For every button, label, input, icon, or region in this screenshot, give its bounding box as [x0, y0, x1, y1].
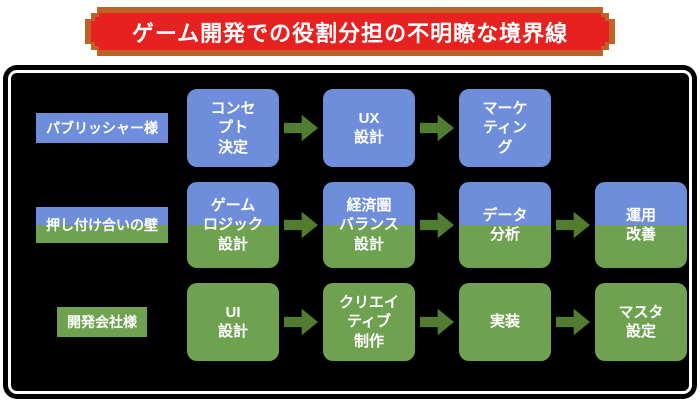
arrow-right-icon: [284, 308, 318, 336]
boundary-row: 押し付け合いの壁 ゲーム ロジック 設計 経済圏 バランス 設計 データ 分析 …: [17, 182, 689, 268]
box-ui-design: UI 設計: [187, 283, 279, 361]
arrow-cell: [551, 307, 595, 337]
box-master-settings: マスタ 設定: [595, 283, 687, 361]
developer-label-cell: 開発会社様: [17, 307, 187, 337]
box-game-logic-design: ゲーム ロジック 設計: [187, 182, 279, 268]
row-label-publisher: パブリッシャー様: [36, 113, 168, 143]
box-implementation: 実装: [459, 283, 551, 361]
box-operation-improvement: 運用 改善: [595, 182, 687, 268]
box-economy-balance-design: 経済圏 バランス 設計: [323, 182, 415, 268]
row-label-boundary-wall: 押し付け合いの壁: [36, 207, 168, 243]
arrow-cell: [415, 307, 459, 337]
developer-row: 開発会社様 UI 設計 クリエイ ティブ 制作 実装 マスタ 設定: [17, 283, 689, 361]
arrow-right-icon: [556, 211, 590, 239]
page-title: ゲーム開発での役割分担の不明瞭な境界線: [131, 20, 569, 46]
arrow-right-icon: [420, 211, 454, 239]
arrow-cell: [279, 210, 323, 240]
box-ux-design: UX 設計: [323, 89, 415, 167]
arrow-cell: [279, 307, 323, 337]
publisher-row: パブリッシャー様 コンセ プト 決定 UX 設計 マーケ ティン グ: [17, 89, 689, 167]
box-data-analysis: データ 分析: [459, 182, 551, 268]
arrow-right-icon: [284, 114, 318, 142]
box-creative-production: クリエイ ティブ 制作: [323, 283, 415, 361]
arrow-cell: [279, 113, 323, 143]
title-banner-inner: ゲーム開発での役割分担の不明瞭な境界線: [91, 13, 609, 50]
boundary-label-cell: 押し付け合いの壁: [17, 207, 187, 243]
title-banner: ゲーム開発での役割分担の不明瞭な境界線: [85, 7, 615, 56]
row-label-developer: 開発会社様: [57, 307, 147, 337]
arrow-cell: [415, 210, 459, 240]
arrow-cell: [551, 210, 595, 240]
arrow-right-icon: [284, 211, 318, 239]
box-marketing: マーケ ティン グ: [459, 89, 551, 167]
arrow-right-icon: [420, 308, 454, 336]
arrow-cell: [415, 113, 459, 143]
arrow-right-icon: [556, 308, 590, 336]
publisher-label-cell: パブリッシャー様: [17, 113, 187, 143]
arrow-right-icon: [420, 114, 454, 142]
box-concept-decision: コンセ プト 決定: [187, 89, 279, 167]
diagram-panel: パブリッシャー様 コンセ プト 決定 UX 設計 マーケ ティン グ 押し付け合…: [8, 70, 692, 394]
